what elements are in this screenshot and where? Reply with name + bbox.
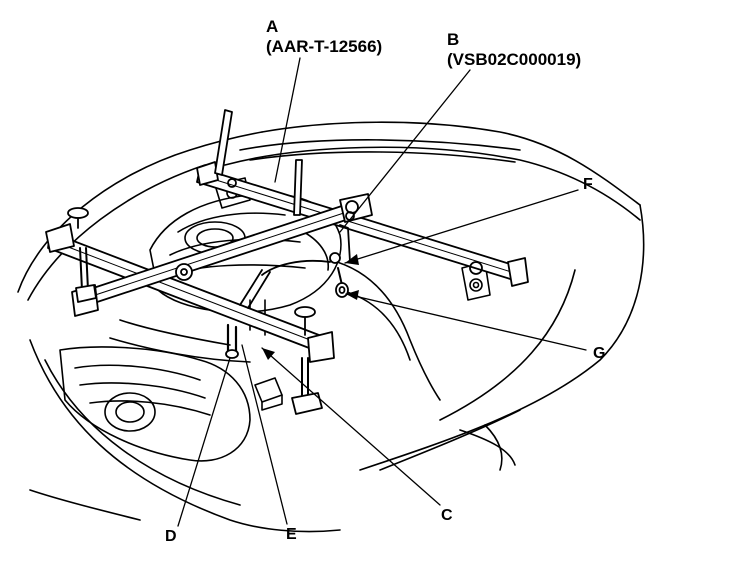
callout-label-a: A <box>266 17 279 36</box>
callout-label-g: G <box>593 345 606 362</box>
callout-label-e: E <box>286 526 297 543</box>
leader-line-d <box>177 357 231 527</box>
callout-label-d: D <box>165 528 177 545</box>
leader-line-b <box>339 69 471 233</box>
leader-line-e <box>241 344 288 525</box>
leader-line-c <box>261 347 441 506</box>
callout-label-f: F <box>583 176 593 193</box>
leader-line-a <box>274 57 301 183</box>
callout-part-number-b: (VSB02C000019) <box>447 50 582 69</box>
callout-part-number-a: (AAR-T-12566) <box>266 37 383 56</box>
callout-label-c: C <box>441 507 453 524</box>
callout-label-b: B <box>447 30 460 49</box>
engine-support-bar <box>45 109 529 415</box>
leader-line-f <box>344 189 579 264</box>
callout-leaders <box>177 57 587 527</box>
vehicle-body <box>17 121 645 533</box>
leader-line-g <box>345 293 587 351</box>
